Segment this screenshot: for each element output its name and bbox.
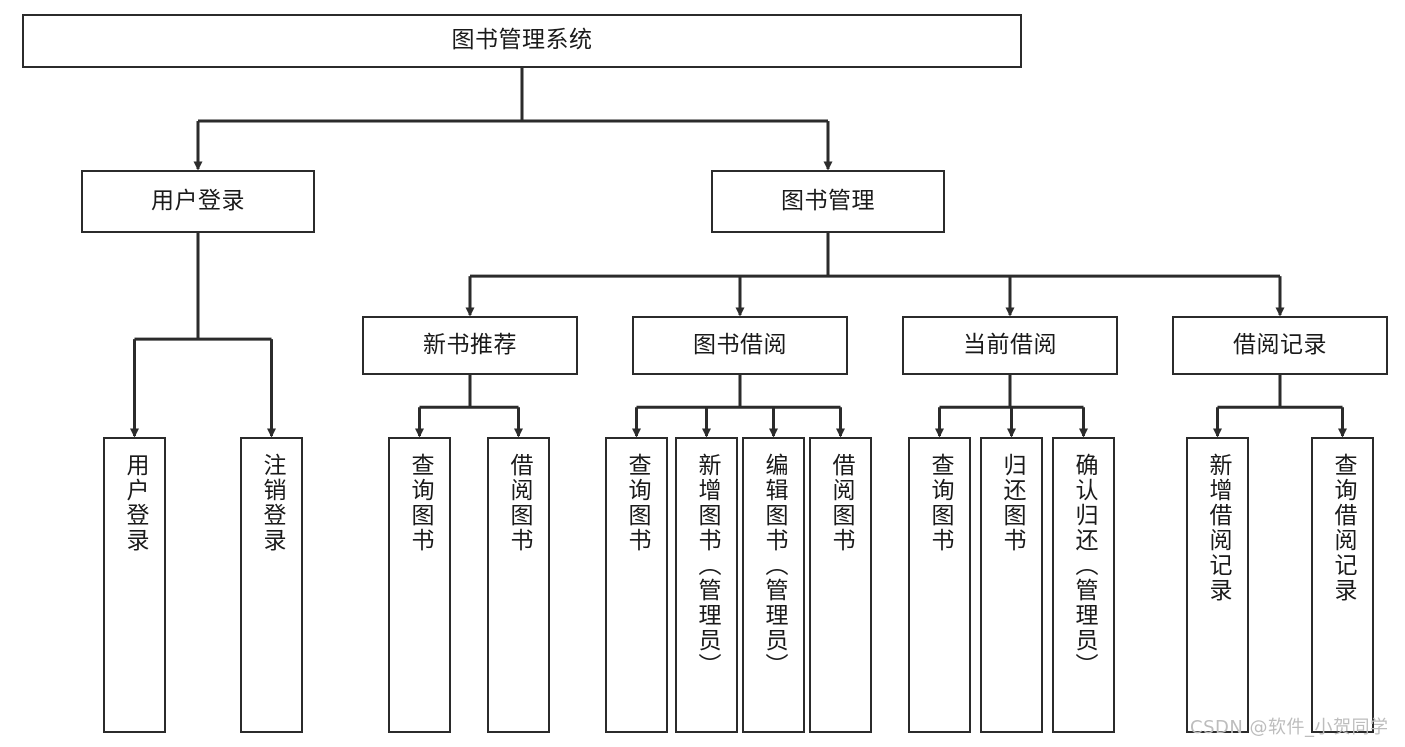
leaf-confirm-return-label: 确认归还（管理员） [1071, 453, 1097, 678]
leaf-edit-book[interactable]: 编辑图书（管理员） [742, 437, 805, 733]
node-book-management-label: 图书管理 [781, 187, 875, 214]
node-new-book-recommend-label: 新书推荐 [423, 331, 517, 358]
node-new-book-recommend[interactable]: 新书推荐 [362, 316, 578, 375]
node-root[interactable]: 图书管理系统 [22, 14, 1022, 68]
leaf-edit-book-label: 编辑图书（管理员） [761, 453, 787, 678]
node-current-borrow[interactable]: 当前借阅 [902, 316, 1118, 375]
leaf-user-login[interactable]: 用户登录 [103, 437, 166, 733]
leaf-borrow-book-1-label: 借阅图书 [506, 453, 532, 553]
node-book-borrow[interactable]: 图书借阅 [632, 316, 848, 375]
node-user-login[interactable]: 用户登录 [81, 170, 315, 233]
leaf-query-record[interactable]: 查询借阅记录 [1311, 437, 1374, 733]
node-book-borrow-label: 图书借阅 [693, 331, 787, 358]
leaf-borrow-book-1[interactable]: 借阅图书 [487, 437, 550, 733]
leaf-query-book-1-label: 查询图书 [407, 453, 433, 553]
node-borrow-record-label: 借阅记录 [1233, 331, 1327, 358]
node-root-label: 图书管理系统 [451, 27, 593, 54]
leaf-query-book-3-label: 查询图书 [927, 453, 953, 553]
leaf-add-book[interactable]: 新增图书（管理员） [675, 437, 738, 733]
node-book-management[interactable]: 图书管理 [711, 170, 945, 233]
node-borrow-record[interactable]: 借阅记录 [1172, 316, 1388, 375]
node-user-login-label: 用户登录 [151, 187, 245, 214]
leaf-return-book-label: 归还图书 [999, 453, 1025, 553]
leaf-return-book[interactable]: 归还图书 [980, 437, 1043, 733]
leaf-query-book-2[interactable]: 查询图书 [605, 437, 668, 733]
leaf-query-book-1[interactable]: 查询图书 [388, 437, 451, 733]
node-current-borrow-label: 当前借阅 [963, 331, 1057, 358]
leaf-query-book-2-label: 查询图书 [624, 453, 650, 553]
watermark: CSDN @软件_小贺同学 [1190, 717, 1389, 738]
leaf-logout-login-label: 注销登录 [259, 453, 285, 553]
leaf-add-record[interactable]: 新增借阅记录 [1186, 437, 1249, 733]
leaf-borrow-book-2[interactable]: 借阅图书 [809, 437, 872, 733]
leaf-query-record-label: 查询借阅记录 [1330, 453, 1356, 603]
leaf-user-login-label: 用户登录 [122, 453, 148, 553]
leaf-add-book-label: 新增图书（管理员） [694, 453, 720, 678]
leaf-confirm-return[interactable]: 确认归还（管理员） [1052, 437, 1115, 733]
leaf-query-book-3[interactable]: 查询图书 [908, 437, 971, 733]
leaf-add-record-label: 新增借阅记录 [1205, 453, 1231, 603]
leaf-logout-login[interactable]: 注销登录 [240, 437, 303, 733]
leaf-borrow-book-2-label: 借阅图书 [828, 453, 854, 553]
